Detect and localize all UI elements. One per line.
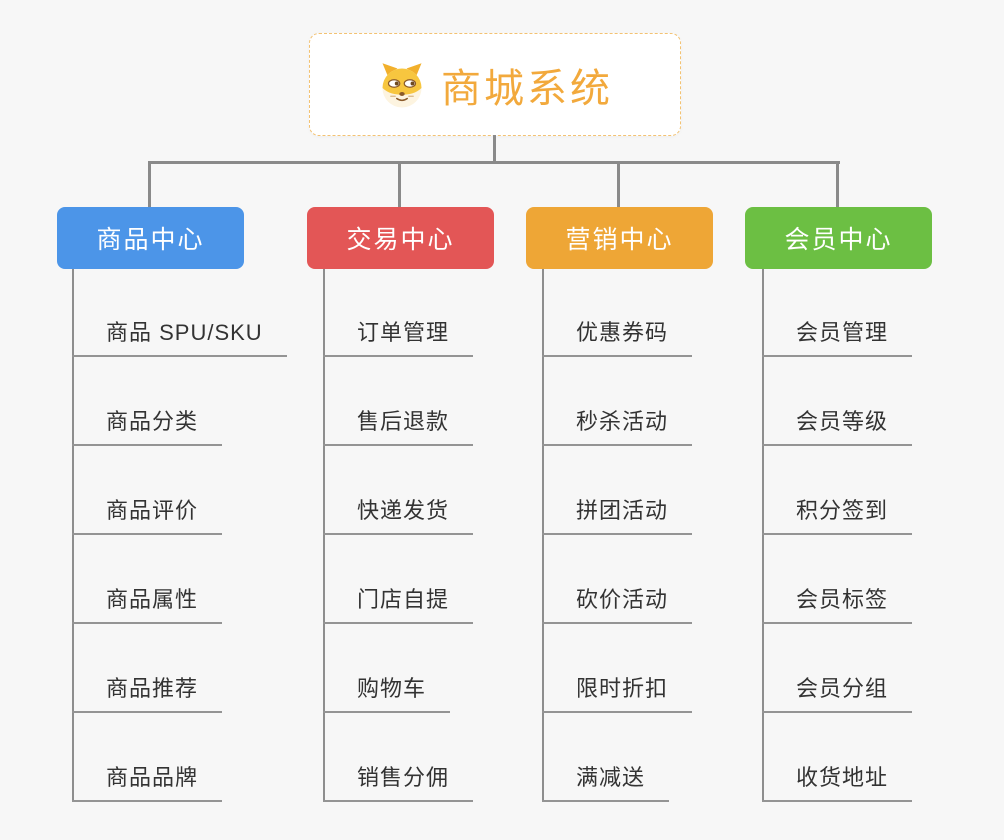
branch-node-product-center[interactable]: 商品中心: [57, 207, 244, 269]
leaf-node-member-management[interactable]: 会员管理: [762, 319, 913, 357]
leaf-node-bargain-activity[interactable]: 砍价活动: [542, 586, 693, 624]
trunk-marketing: [542, 269, 544, 801]
leaf-node-express-shipping[interactable]: 快递发货: [323, 497, 474, 535]
branch-title: 会员中心: [784, 226, 893, 254]
leaf-node-points-checkin[interactable]: 积分签到: [762, 497, 913, 535]
leaf-node-aftersale-refund[interactable]: 售后退款: [323, 408, 474, 446]
branch-node-marketing-center[interactable]: 营销中心: [526, 207, 713, 269]
trunk-product: [72, 269, 74, 801]
connector-drop-trade: [398, 161, 401, 207]
leaf-node-product-category[interactable]: 商品分类: [72, 408, 223, 446]
leaf-node-spend-save[interactable]: 满减送: [542, 764, 670, 802]
leaf-node-shipping-address[interactable]: 收货地址: [762, 764, 913, 802]
connector-drop-member: [836, 161, 839, 207]
leaf-node-product-brand[interactable]: 商品品牌: [72, 764, 223, 802]
leaf-node-member-tag[interactable]: 会员标签: [762, 586, 913, 624]
trunk-member: [762, 269, 764, 801]
branch-node-member-center[interactable]: 会员中心: [745, 207, 932, 269]
leaf-node-group-buy[interactable]: 拼团活动: [542, 497, 693, 535]
connector-drop-marketing: [617, 161, 620, 207]
root-title: 商城系统: [441, 66, 613, 111]
leaf-node-member-group[interactable]: 会员分组: [762, 675, 913, 713]
leaf-node-limited-time-discount[interactable]: 限时折扣: [542, 675, 693, 713]
leaf-node-product-recommend[interactable]: 商品推荐: [72, 675, 223, 713]
leaf-node-order-management[interactable]: 订单管理: [323, 319, 474, 357]
trunk-trade: [323, 269, 325, 801]
branch-title: 商品中心: [96, 226, 205, 254]
leaf-node-product-review[interactable]: 商品评价: [72, 497, 223, 535]
leaf-node-store-pickup[interactable]: 门店自提: [323, 586, 474, 624]
leaf-node-product-spu-sku[interactable]: 商品 SPU/SKU: [72, 319, 287, 357]
branch-title: 交易中心: [346, 226, 455, 254]
leaf-node-member-level[interactable]: 会员等级: [762, 408, 913, 446]
branch-node-trade-center[interactable]: 交易中心: [307, 207, 494, 269]
dog-face-icon: [382, 62, 422, 107]
leaf-node-flash-sale[interactable]: 秒杀活动: [542, 408, 693, 446]
connector-drop-product: [148, 161, 151, 207]
leaf-node-shopping-cart[interactable]: 购物车: [323, 675, 451, 713]
leaf-node-product-attribute[interactable]: 商品属性: [72, 586, 223, 624]
root-node[interactable]: 商城系统: [309, 33, 681, 136]
branch-title: 营销中心: [565, 226, 674, 254]
leaf-node-coupon-code[interactable]: 优惠券码: [542, 319, 693, 357]
connector-horizontal-bar: [148, 161, 840, 164]
connector-root-drop: [493, 135, 496, 162]
leaf-node-sales-commission[interactable]: 销售分佣: [323, 764, 474, 802]
